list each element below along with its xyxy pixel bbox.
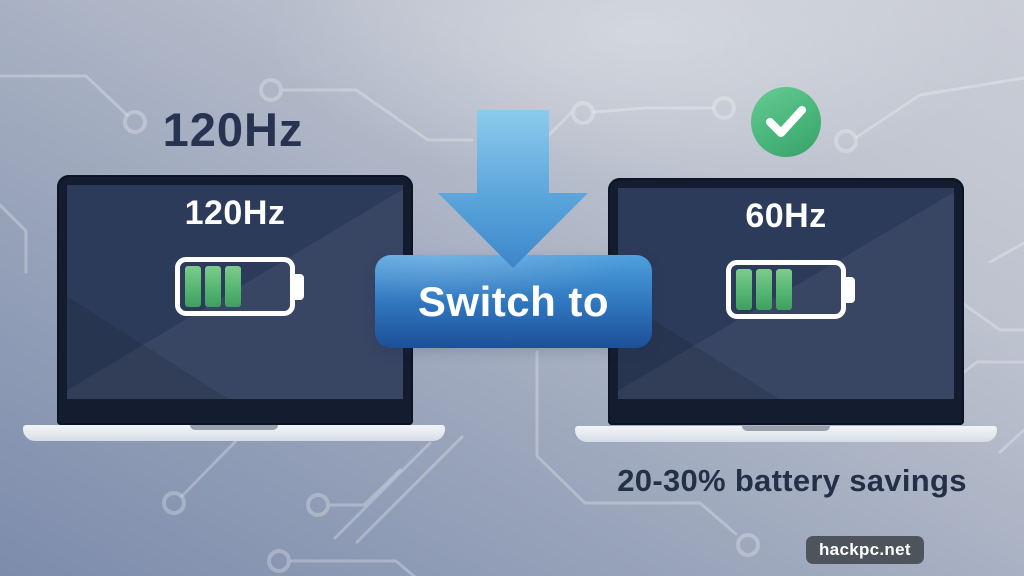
battery-body	[726, 260, 846, 319]
battery-bar	[205, 266, 221, 307]
switch-to-button[interactable]: Switch to	[375, 255, 652, 348]
laptop-bezel: 120Hz	[57, 175, 413, 425]
laptop-base	[575, 426, 997, 442]
battery-terminal	[295, 273, 304, 300]
laptop-base	[23, 425, 445, 441]
screen-refresh-label: 120Hz	[184, 194, 286, 232]
battery-three-bars-icon	[175, 257, 304, 316]
battery-three-bars-icon	[726, 260, 855, 319]
battery-savings-caption: 20-30% battery savings	[617, 463, 967, 498]
screen-refresh-label: 60Hz	[745, 197, 827, 235]
battery-bar	[185, 266, 201, 307]
laptop-screen-120hz: 120Hz	[67, 185, 403, 399]
laptop-60hz: 60Hz	[575, 178, 997, 442]
battery-terminal	[846, 276, 855, 303]
battery-bar	[756, 269, 772, 310]
battery-bar	[736, 269, 752, 310]
laptop-bezel: 60Hz	[608, 178, 964, 425]
check-circle-icon	[751, 87, 821, 157]
laptop-screen-60hz: 60Hz	[618, 188, 954, 399]
watermark-badge: hackpc.net	[806, 536, 924, 564]
battery-bar	[225, 266, 241, 307]
laptop-base-notch	[190, 425, 278, 430]
laptop-120hz: 120Hz	[23, 175, 445, 441]
check-icon	[766, 106, 806, 137]
battery-body	[175, 257, 295, 316]
laptop-base-notch	[742, 426, 830, 431]
switch-to-label: Switch to	[417, 277, 610, 325]
arrow-down-icon	[438, 110, 588, 268]
battery-bar	[776, 269, 792, 310]
high-refresh-title: 120Hz	[162, 103, 304, 156]
